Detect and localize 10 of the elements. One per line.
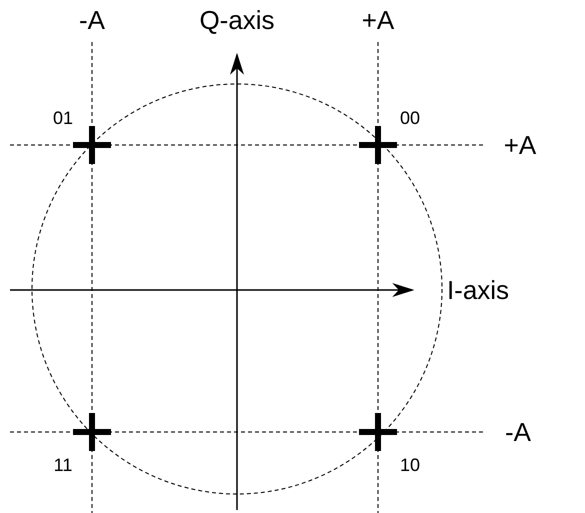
amplitude-label: +A [362,7,394,33]
symbol-label: 00 [400,109,420,127]
axis-label: I-axis [446,277,510,303]
amplitude-label: -A [505,419,531,445]
amplitude-label: +A [504,132,536,158]
symbol-label: 01 [52,109,74,127]
axis-label: Q-axis [199,7,275,33]
amplitude-label: -A [79,7,105,33]
symbol-label: 11 [54,456,72,474]
symbol-label: 10 [400,456,420,474]
